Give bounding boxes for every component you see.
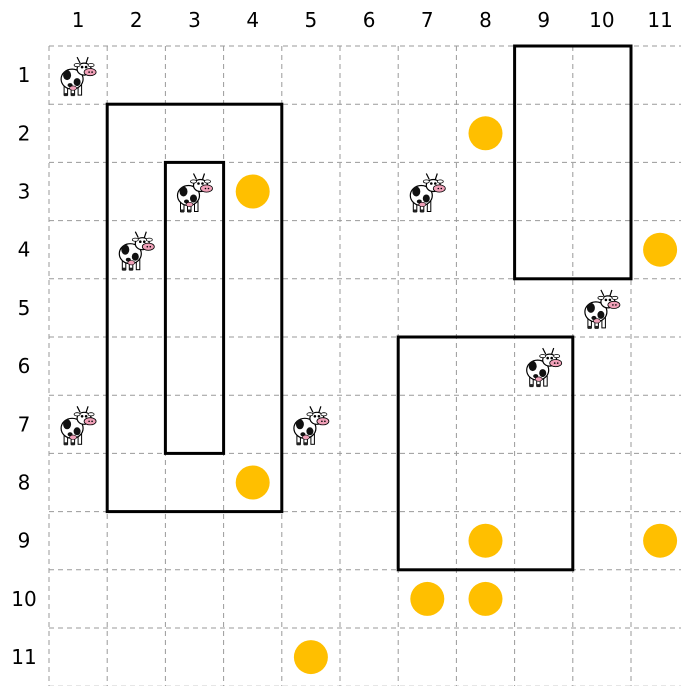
column-label: 1 [72, 8, 85, 32]
row-label: 7 [18, 412, 31, 436]
column-label: 2 [130, 8, 143, 32]
column-label: 11 [647, 8, 672, 32]
row-label: 5 [18, 296, 31, 320]
fences [107, 46, 631, 570]
row-label: 11 [11, 645, 36, 669]
grid-lines [49, 46, 681, 686]
coin-icon [294, 640, 328, 674]
row-label: 8 [18, 471, 31, 495]
column-label: 8 [479, 8, 492, 32]
cow-icon [61, 57, 96, 96]
coin-icon [469, 524, 503, 558]
row-label: 4 [18, 238, 31, 262]
coin-icon [469, 116, 503, 150]
column-label: 4 [246, 8, 259, 32]
row-label: 3 [18, 180, 31, 204]
coin-icon [410, 582, 444, 616]
row-label: 10 [11, 587, 36, 611]
cow-icon [585, 290, 620, 329]
cow-icon [410, 174, 445, 213]
column-label: 10 [589, 8, 614, 32]
coin-icon [236, 175, 270, 209]
row-label: 1 [18, 63, 31, 87]
row-labels: 1 2 3 4 5 6 7 8 9 10 11 [11, 63, 36, 669]
cow-icon [527, 348, 562, 387]
row-label: 2 [18, 121, 31, 145]
column-label: 3 [188, 8, 201, 32]
coin-icon [643, 524, 677, 558]
row-label: 9 [18, 529, 31, 553]
coin-icon [236, 466, 270, 500]
column-label: 9 [537, 8, 550, 32]
column-labels: 1 2 3 4 5 6 7 8 9 10 11 [72, 8, 673, 32]
column-label: 5 [305, 8, 318, 32]
column-label: 7 [421, 8, 434, 32]
coin-icon [643, 233, 677, 267]
row-label: 6 [18, 354, 31, 378]
cow-icon [294, 406, 329, 445]
cow-icon [178, 174, 213, 213]
cow-icon [61, 406, 96, 445]
coin-icon [469, 582, 503, 616]
cows [61, 57, 620, 445]
fence-enclosure [107, 104, 282, 511]
cow-icon [119, 232, 154, 271]
column-label: 6 [363, 8, 376, 32]
